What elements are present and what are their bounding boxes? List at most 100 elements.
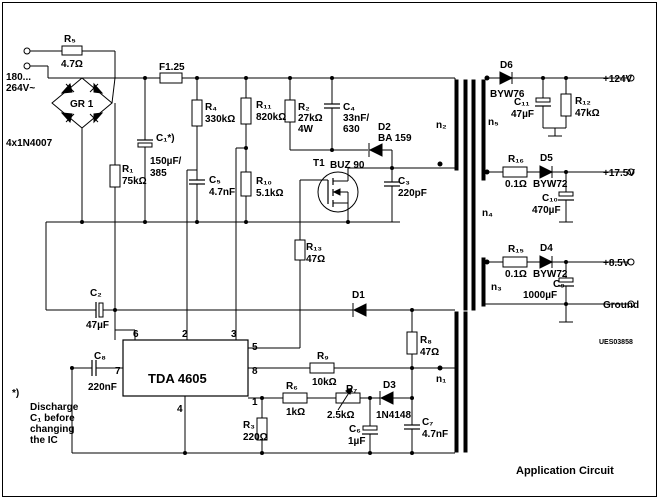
document-code: UES03858 bbox=[599, 339, 633, 346]
r2-name: R₂ bbox=[298, 102, 310, 113]
c1-value2: 385 bbox=[150, 168, 167, 179]
d6-type: BYW76 bbox=[490, 89, 525, 100]
r6-name: R₆ bbox=[286, 381, 298, 392]
resistor-r1: R₁ 75kΩ bbox=[109, 103, 147, 330]
pin-6: 6 bbox=[133, 329, 139, 340]
r11-r10-divider: R₁₁ 820kΩ R₁₀ 5.1kΩ bbox=[235, 76, 286, 340]
ic-name: TDA 4605 bbox=[148, 371, 207, 386]
ic-tda4605: TDA 4605 6 2 3 5 8 1 7 4 bbox=[110, 329, 262, 453]
pin-2: 2 bbox=[182, 329, 188, 340]
feedback-network: R₆ 1kΩ R₇ 2.5kΩ D3 1N4148 R₃ 220Ω C₆ 1µF… bbox=[72, 368, 448, 455]
r16-name: R₁₆ bbox=[508, 154, 524, 165]
pin-5: 5 bbox=[252, 342, 258, 353]
diode-d1: D1 bbox=[345, 290, 448, 317]
r1-value: 75kΩ bbox=[122, 176, 147, 187]
winding-n2: n₂ bbox=[436, 120, 447, 131]
c3-value: 220pF bbox=[398, 188, 427, 199]
c2-value: 47µF bbox=[86, 320, 109, 331]
r8-name: R₈ bbox=[420, 335, 432, 346]
d3-type: 1N4148 bbox=[376, 410, 411, 421]
resistor-r13: R₁₃ 47Ω bbox=[248, 239, 325, 349]
pin-3: 3 bbox=[231, 329, 237, 340]
r13-value: 47Ω bbox=[306, 254, 325, 265]
r11-value: 820kΩ bbox=[256, 112, 286, 123]
c7-name: C₇ bbox=[422, 417, 433, 428]
r9-name: R₉ bbox=[317, 351, 329, 362]
r16-value: 0.1Ω bbox=[505, 179, 527, 190]
t1-name: T1 bbox=[313, 158, 325, 169]
capacitor-c8: C₈ 220nF bbox=[70, 351, 117, 453]
d2-type: BA 159 bbox=[378, 133, 412, 144]
d5-type: BYW72 bbox=[533, 179, 568, 190]
c1-value: 150µF/ bbox=[150, 156, 182, 167]
d4-name: D4 bbox=[540, 243, 553, 254]
c6-name: C₆ bbox=[349, 424, 361, 435]
resistor-r16 bbox=[502, 166, 528, 178]
c10-value: 470µF bbox=[532, 205, 561, 216]
r15-value: 0.1Ω bbox=[505, 269, 527, 280]
c11-value: 47µF bbox=[511, 109, 534, 120]
transformer: n₂ n₁ n₄ n₅ n₃ bbox=[432, 75, 502, 454]
c1-name: C₁*) bbox=[156, 133, 175, 144]
r10-value: 5.1kΩ bbox=[256, 188, 283, 199]
c8-value: 220nF bbox=[88, 382, 117, 393]
winding-n1: n₁ bbox=[436, 374, 446, 385]
capacitor-c2: C₂ 47µF bbox=[45, 222, 345, 331]
pin-4: 4 bbox=[177, 404, 183, 415]
resistor-r6 bbox=[282, 392, 308, 404]
r4-value: 330kΩ bbox=[205, 114, 235, 125]
r2-value: 27kΩ bbox=[298, 113, 323, 124]
c9-value: 1000µF bbox=[523, 290, 557, 301]
bridge-name: GR 1 bbox=[70, 99, 94, 110]
c2-name: C₂ bbox=[90, 288, 102, 299]
bridge-diodes: 4x1N4007 bbox=[6, 138, 53, 149]
c5-value: 4.7nF bbox=[209, 187, 235, 198]
fuse-label: F1.25 bbox=[159, 62, 185, 73]
d2-name: D2 bbox=[378, 122, 391, 133]
discharge-note: *) Discharge C₁ before changing the IC bbox=[12, 388, 79, 446]
output-17v: R₁₆ 0.1Ω D5 BYW72 C₁₀ 470µF +17.5V bbox=[485, 153, 635, 223]
r1-name: R₁ bbox=[122, 164, 133, 175]
r7-name: R₇ bbox=[346, 384, 357, 395]
r12-name: R₁₂ bbox=[575, 96, 591, 107]
r12-value: 47kΩ bbox=[575, 108, 600, 119]
r11-name: R₁₁ bbox=[256, 100, 272, 111]
resistor-r5 bbox=[61, 45, 83, 56]
c5-name: C₅ bbox=[209, 175, 221, 186]
pin-7: 7 bbox=[115, 366, 121, 377]
output-ground-label: Ground bbox=[603, 300, 639, 311]
c7-value: 4.7nF bbox=[422, 429, 448, 440]
output-17v-label: +17.5V bbox=[603, 168, 635, 179]
c3-name: C₃ bbox=[398, 176, 410, 187]
output-8v-label: +8.5V bbox=[603, 258, 630, 269]
d5-name: D5 bbox=[540, 153, 553, 164]
r3-name: R₃ bbox=[243, 420, 255, 431]
note-line-1: Discharge bbox=[30, 402, 79, 413]
r4-c5-branch: R₄ 330kΩ C₅ 4.7nF bbox=[186, 76, 235, 340]
snubber-network: R₂ 27kΩ 4W C₄ 33nF/ 630 D2 BA 159 bbox=[284, 76, 412, 168]
r3-value: 220Ω bbox=[243, 432, 268, 443]
output-124v-label: +124V bbox=[603, 74, 633, 85]
pin-1: 1 bbox=[252, 397, 258, 408]
input-terminal-top bbox=[23, 47, 31, 55]
input-voltage-1: 180... bbox=[6, 72, 31, 83]
r6-value: 1kΩ bbox=[286, 407, 305, 418]
note-star: *) bbox=[12, 388, 19, 399]
c4-voltage: 630 bbox=[343, 124, 360, 135]
r5-name: R₅ bbox=[64, 34, 76, 45]
r9-value: 10kΩ bbox=[312, 377, 337, 388]
note-line-3: changing bbox=[30, 424, 74, 435]
r15-name: R₁₅ bbox=[508, 244, 524, 255]
resistor-r8: R₈ 47Ω bbox=[406, 310, 439, 368]
input-terminal-bottom bbox=[23, 62, 31, 70]
c6-value: 1µF bbox=[348, 436, 365, 447]
r2-power: 4W bbox=[298, 124, 314, 135]
mains-input: R₅ 4.7Ω 180... 264V~ bbox=[6, 34, 116, 94]
output-8v: R₁₅ 0.1Ω D4 BYW72 C₉ 1000µF +8.5V Ground bbox=[485, 243, 639, 323]
note-line-2: C₁ before bbox=[30, 413, 75, 424]
pin-8: 8 bbox=[252, 366, 258, 377]
c4-value: 33nF/ bbox=[343, 113, 369, 124]
winding-n5: n₅ bbox=[488, 117, 499, 128]
r4-name: R₄ bbox=[205, 102, 217, 113]
